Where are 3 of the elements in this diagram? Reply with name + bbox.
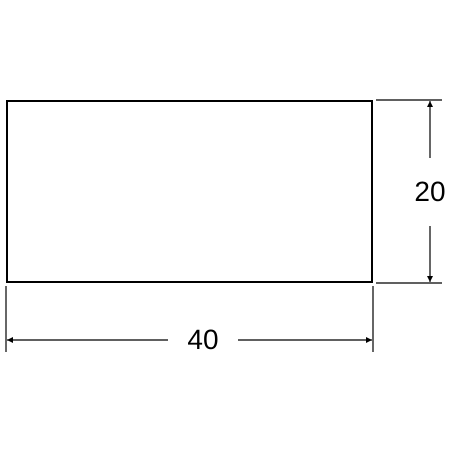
dimension-label: 40 (187, 326, 219, 354)
rectangle-outline (6, 100, 373, 283)
dimension-label: 20 (414, 178, 446, 206)
